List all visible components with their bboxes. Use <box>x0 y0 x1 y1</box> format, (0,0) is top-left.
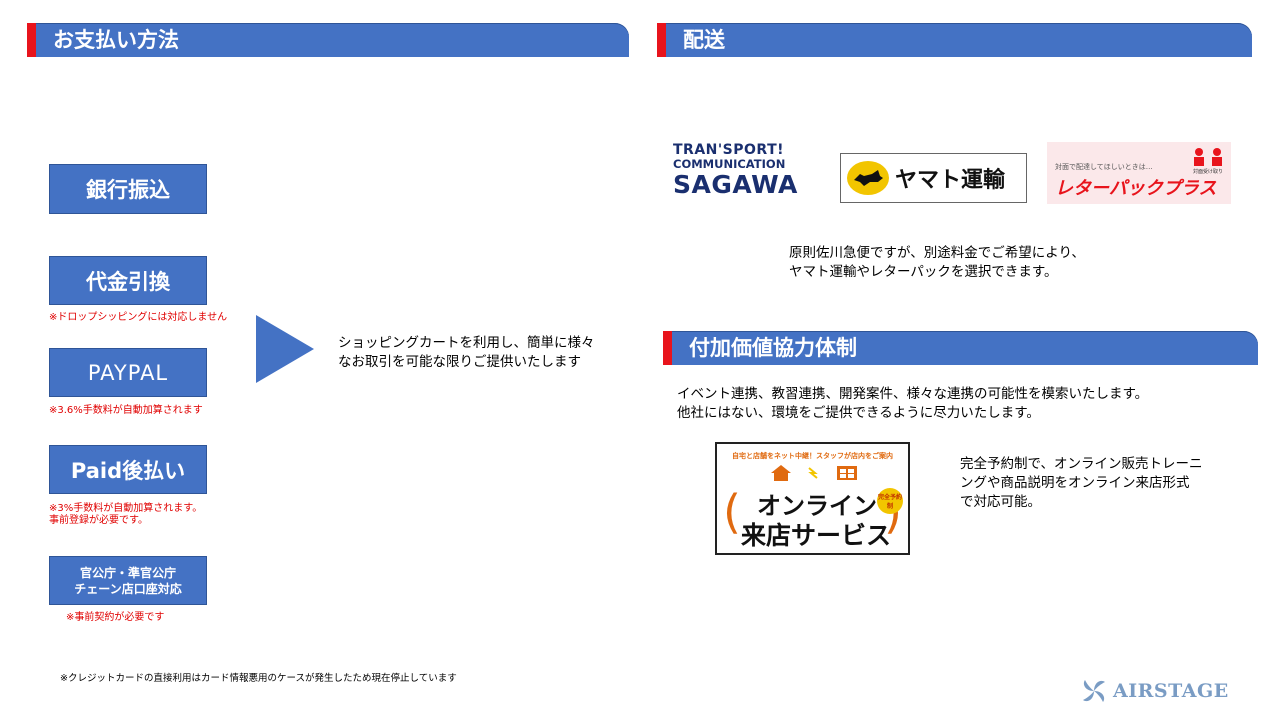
header-accent <box>27 23 36 57</box>
online-store-logo: 自宅と店舗をネット中継！スタッフが店内をご案内 ( ) オンライン 来店サービス… <box>715 442 910 555</box>
paid-later-button[interactable]: Paid後払い <box>49 445 207 494</box>
payment-header: お支払い方法 <box>27 23 629 57</box>
letterpack-logo: 対面で配達してほしいときは… レターパックプラス 対面受け取り <box>1047 142 1231 204</box>
header-accent <box>663 331 672 365</box>
sagawa-logo: TRAN'SPORT! COMMUNICATION SAGAWA <box>673 143 821 205</box>
reservation-badge: 完全予約制 <box>877 488 903 514</box>
sagawa-line2: COMMUNICATION <box>673 157 786 171</box>
online-logo-line1: オンライン <box>757 492 877 520</box>
button-label: 代金引換 <box>86 269 170 294</box>
cash-on-delivery-button[interactable]: 代金引換 <box>49 256 207 305</box>
government-account-button[interactable]: 官公庁・準官公庁 チェーン店口座対応 <box>49 556 207 605</box>
button-label: 官公庁・準官公庁 チェーン店口座対応 <box>74 565 182 596</box>
button-label: 銀行振込 <box>86 178 170 202</box>
brand-name: AIRSTAGE <box>1113 680 1229 702</box>
credit-card-footnote: ※クレジットカードの直接利用はカード情報悪用のケースが発生したため現在停止してい… <box>60 673 457 684</box>
house-shop-icon <box>771 465 857 481</box>
paypal-note: ※3.6%手数料が自動加算されます <box>49 405 203 416</box>
yamato-text: ヤマト運輸 <box>895 168 1006 193</box>
button-label: PAYPAL <box>87 360 169 385</box>
paid-note: ※3%手数料が自動加算されます。 事前登録が必要です。 <box>49 503 203 526</box>
letterpack-sub: 対面で配達してほしいときは… <box>1055 163 1153 171</box>
online-logo-top: 自宅と店舗をネット中継！スタッフが店内をご案内 <box>732 452 893 460</box>
letterpack-text: レターパックプラス <box>1055 178 1217 199</box>
letterpack-badge: 対面受け取り <box>1193 169 1224 175</box>
government-note: ※事前契約が必要です <box>66 612 165 623</box>
online-logo-line2: 来店サービス <box>741 521 892 550</box>
value-added-title: 付加価値協力体制 <box>689 336 857 360</box>
sagawa-line3: SAGAWA <box>673 170 798 199</box>
shipping-title: 配送 <box>683 28 725 52</box>
shipping-header: 配送 <box>657 23 1252 57</box>
button-label: Paid後払い <box>70 458 186 483</box>
cod-note: ※ドロップシッピングには対応しません <box>49 312 228 323</box>
paypal-button[interactable]: PAYPAL <box>49 348 207 397</box>
arrow-right-icon <box>256 315 314 383</box>
header-accent <box>657 23 666 57</box>
yamato-logo: ヤマト運輸 <box>840 153 1027 203</box>
payment-title: お支払い方法 <box>53 28 179 52</box>
sagawa-line1: TRAN'SPORT! <box>673 142 784 158</box>
people-icon <box>1194 148 1222 166</box>
left-paren-icon: ( <box>723 485 741 539</box>
payment-description: ショッピングカートを利用し、簡単に様々 なお取引を可能な限りご提供いたします <box>338 335 595 370</box>
pinwheel-icon <box>1083 680 1105 702</box>
value-added-header: 付加価値協力体制 <box>663 331 1258 365</box>
airstage-logo: AIRSTAGE <box>1079 676 1229 706</box>
bank-transfer-button[interactable]: 銀行振込 <box>49 164 207 214</box>
shipping-description: 原則佐川急便ですが、別途料金でご希望により、 ヤマト運輸やレターパックを選択でき… <box>789 245 1085 280</box>
online-service-description: 完全予約制で、オンライン販売トレーニ ングや商品説明をオンライン来店形式 で対応… <box>960 456 1203 510</box>
value-added-description: イベント連携、教習連携、開発案件、様々な連携の可能性を模索いたします。 他社には… <box>677 386 1149 421</box>
black-cat-icon <box>847 161 889 195</box>
